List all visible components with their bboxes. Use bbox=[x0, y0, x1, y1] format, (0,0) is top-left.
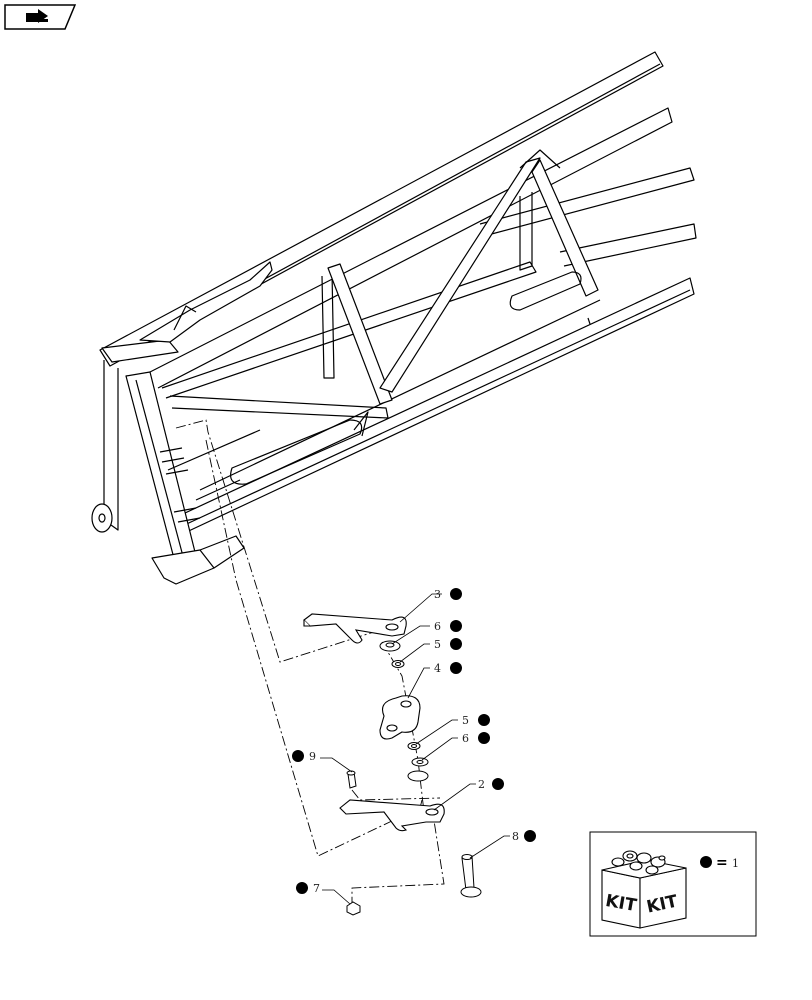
kit-indicator-dot bbox=[296, 882, 308, 894]
part-3-bracket[interactable] bbox=[303, 613, 407, 644]
spacer-disc bbox=[407, 770, 429, 782]
callout-number: 3 bbox=[434, 588, 441, 601]
callout-number: 9 bbox=[309, 750, 316, 763]
boom-truss-illustration bbox=[91, 51, 697, 585]
kit-indicator-dot bbox=[292, 750, 304, 762]
callout-leaders bbox=[320, 593, 510, 905]
part-7-nut[interactable] bbox=[346, 901, 361, 916]
callout-3[interactable]: 3 bbox=[434, 588, 462, 601]
callout-5[interactable]: 5 bbox=[462, 714, 490, 727]
kit-indicator-dot bbox=[450, 588, 462, 600]
callout-number: 5 bbox=[462, 714, 469, 727]
callout-5[interactable]: 5 bbox=[434, 638, 462, 651]
kit-quantity: 1 bbox=[732, 857, 739, 870]
kit-indicator-dot bbox=[450, 662, 462, 674]
kit-indicator-dot bbox=[700, 856, 712, 868]
callout-6[interactable]: 6 bbox=[434, 620, 462, 633]
part-6-washer-upper[interactable] bbox=[379, 640, 401, 652]
kit-indicator-dot bbox=[524, 830, 536, 842]
callout-number: 6 bbox=[434, 620, 441, 633]
callout-6[interactable]: 6 bbox=[462, 732, 490, 745]
part-9-bolt[interactable] bbox=[346, 770, 357, 789]
kit-box-icon bbox=[601, 850, 687, 929]
back-navigation-button[interactable] bbox=[4, 4, 76, 30]
callout-9[interactable]: 9 bbox=[292, 750, 316, 763]
kit-indicator-dot bbox=[492, 778, 504, 790]
part-5-washer-upper[interactable] bbox=[391, 660, 405, 668]
part-4-link-plate[interactable] bbox=[379, 695, 421, 740]
callout-number: 7 bbox=[313, 882, 320, 895]
callout-2[interactable]: 2 bbox=[478, 778, 504, 791]
callout-number: 6 bbox=[462, 732, 469, 745]
part-6-washer-lower[interactable] bbox=[411, 757, 429, 767]
callout-number: 8 bbox=[512, 830, 519, 843]
part-2-bracket[interactable] bbox=[339, 799, 445, 832]
kit-indicator-dot bbox=[450, 638, 462, 650]
kit-equals-sign: = bbox=[716, 855, 728, 871]
callout-8[interactable]: 8 bbox=[512, 830, 536, 843]
callout-7[interactable]: 7 bbox=[296, 882, 320, 895]
kit-legend: KIT KIT = 1 bbox=[589, 831, 757, 937]
part-5-washer-lower[interactable] bbox=[407, 742, 421, 750]
back-arrow-icon bbox=[26, 9, 48, 23]
callout-4[interactable]: 4 bbox=[434, 662, 462, 675]
callout-number: 2 bbox=[478, 778, 485, 791]
kit-indicator-dot bbox=[450, 620, 462, 632]
kit-indicator-dot bbox=[478, 732, 490, 744]
kit-indicator-dot bbox=[478, 714, 490, 726]
callout-number: 5 bbox=[434, 638, 441, 651]
callout-number: 4 bbox=[434, 662, 441, 675]
part-8-pin[interactable] bbox=[460, 854, 482, 898]
